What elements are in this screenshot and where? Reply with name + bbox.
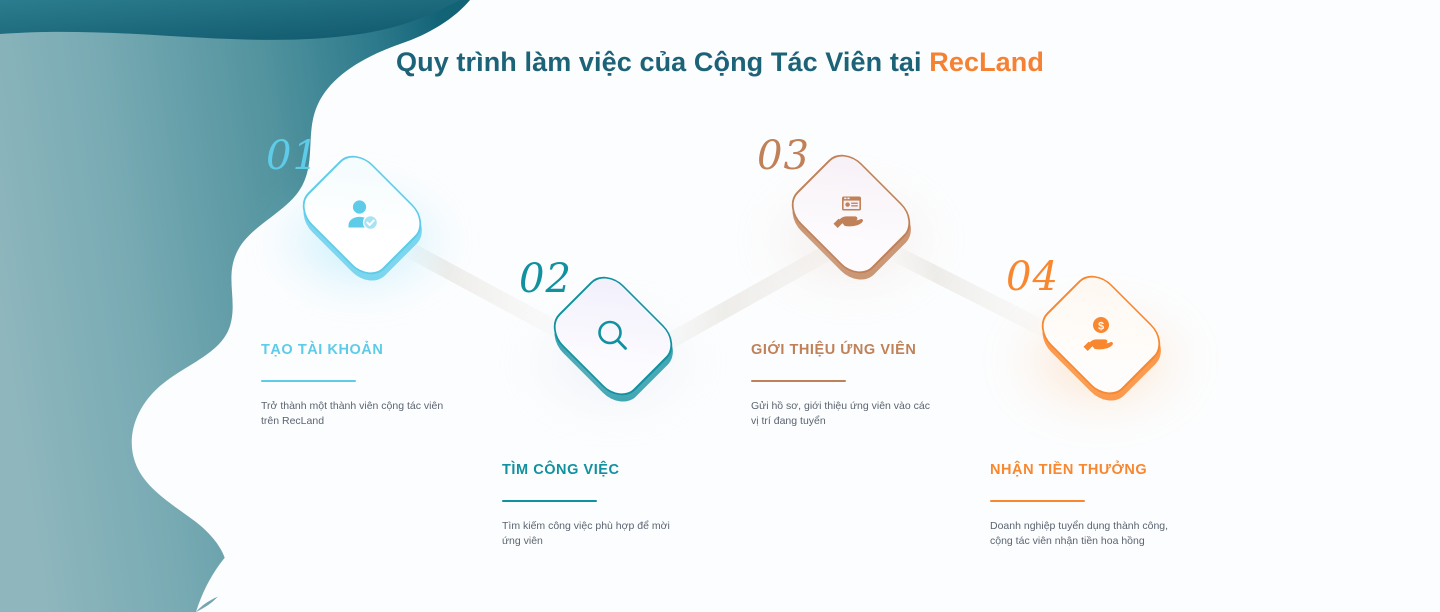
step-heading-03: GIỚI THIỆU ỨNG VIÊN xyxy=(751,342,917,358)
step-node-03[interactable] xyxy=(756,145,946,300)
step-rule-03 xyxy=(751,380,846,382)
step-desc-02: Tìm kiếm công việc phù hợp để mời ứng vi… xyxy=(502,519,670,547)
hand-resume-icon xyxy=(830,194,872,234)
step-text-02: TÌM CÔNG VIỆC Tìm kiếm công việc phù hợp… xyxy=(502,462,717,548)
step-number-04: 04 xyxy=(1006,254,1059,300)
step-number-03: 03 xyxy=(757,133,810,179)
title-main: Quy trình làm việc của Cộng Tác Viên tại xyxy=(396,47,930,77)
brand-name: RecLand xyxy=(929,47,1044,77)
step-number-02: 02 xyxy=(519,256,572,302)
step-heading-04: NHẬN TIỀN THƯỞNG xyxy=(990,462,1148,478)
step-rule-04 xyxy=(990,500,1085,502)
step-desc-03: Gửi hồ sơ, giới thiệu ứng viên vào các v… xyxy=(751,399,930,427)
step-number-01: 01 xyxy=(266,133,319,179)
page-title: Quy trình làm việc của Cộng Tác Viên tại… xyxy=(0,47,1440,78)
step-node-01[interactable] xyxy=(267,146,457,301)
step-text-03: GIỚI THIỆU ỨNG VIÊN Gửi hồ sơ, giới thiệ… xyxy=(751,342,966,428)
step-text-01: TẠO TÀI KHOẢN Trở thành một thành viên c… xyxy=(261,342,476,428)
svg-text:$: $ xyxy=(1098,321,1104,333)
step-rule-02 xyxy=(502,500,597,502)
step-node-04[interactable]: $ xyxy=(1006,266,1196,421)
user-check-icon xyxy=(342,195,382,235)
step-rule-01 xyxy=(261,380,356,382)
search-icon xyxy=(594,317,632,355)
hand-coin-icon: $ xyxy=(1080,315,1122,355)
step-desc-01: Trở thành một thành viên cộng tác viên t… xyxy=(261,399,444,427)
step-text-04: NHẬN TIỀN THƯỞNG Doanh nghiệp tuyển dụng… xyxy=(990,462,1205,548)
step-heading-01: TẠO TÀI KHOẢN xyxy=(261,342,384,358)
step-desc-04: Doanh nghiệp tuyển dụng thành công, cộng… xyxy=(990,519,1169,547)
step-heading-02: TÌM CÔNG VIỆC xyxy=(502,462,620,478)
step-node-02[interactable] xyxy=(518,267,708,422)
